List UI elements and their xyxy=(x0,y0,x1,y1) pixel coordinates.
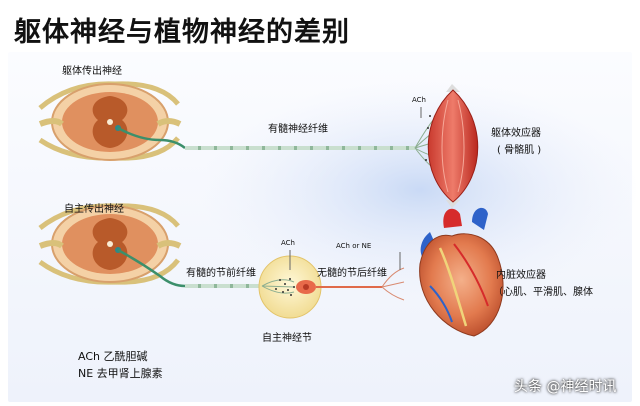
legend-ne: NE 去甲肾上腺素 xyxy=(78,367,163,380)
heart xyxy=(419,207,504,337)
spinal-cord-somatic xyxy=(38,81,182,161)
ach-label-ganglion: ACh xyxy=(281,239,295,247)
visceral-effector-sub: （心肌、平滑肌、腺体 xyxy=(493,287,593,298)
autonomic-efferent-label: 自主传出神经 xyxy=(64,204,124,215)
somatic-fiber-label: 有髓神经纤维 xyxy=(268,124,328,135)
ach-ne-label: ACh or NE xyxy=(336,242,372,250)
page-title: 躯体神经与植物神经的差别 xyxy=(14,17,350,48)
legend-ach: ACh 乙酰胆碱 xyxy=(78,350,148,363)
autonomic-nerve-terminals xyxy=(381,267,405,301)
autonomic-axon-start xyxy=(117,248,186,288)
visceral-effector-label: 内脏效应器 xyxy=(496,270,546,281)
somatic-efferent-label: 躯体传出神经 xyxy=(62,66,122,77)
postganglionic-fiber-label: 无髓的节后纤维 xyxy=(317,268,387,279)
spinal-cord-autonomic xyxy=(38,203,182,285)
somatic-axon-start xyxy=(117,126,186,149)
somatic-effector-label: 躯体效应器 xyxy=(491,128,541,139)
background-glow xyxy=(200,80,640,300)
ganglion-label: 自主神经节 xyxy=(262,333,312,344)
watermark: 头条 @神经时讯 xyxy=(514,379,617,395)
skeletal-muscle xyxy=(427,84,479,208)
ach-label-somatic: ACh xyxy=(412,96,426,104)
somatic-effector-sub: ( 骨骼肌 ) xyxy=(497,145,542,156)
preganglionic-fiber-label: 有髓的节前纤维 xyxy=(186,268,256,279)
